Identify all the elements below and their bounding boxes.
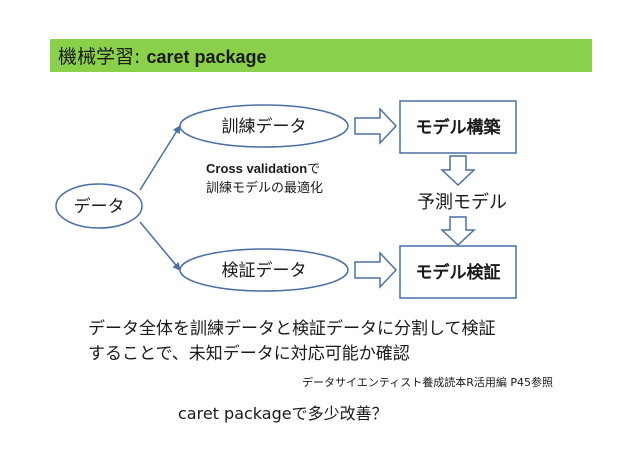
connector-to-test [139, 221, 181, 271]
cv-line1-suffix: で [307, 162, 320, 177]
train-data-label: 訓練データ [222, 116, 307, 137]
title-bar: 機械学習: caret package [50, 39, 592, 72]
slide-title: 機械学習: caret package [58, 42, 267, 69]
block-arrow-right-top [354, 107, 398, 145]
reference-note: データサイエンティスト養成読本R活用編 P45参照 [302, 376, 553, 389]
cv-line1-bold: Cross validation [206, 161, 307, 176]
title-sub: caret package [146, 47, 267, 67]
block-arrow-down-top [440, 155, 476, 187]
model-build-label: モデル構築 [416, 117, 502, 138]
block-arrow-down-bottom [440, 216, 476, 247]
summary-line1: データ全体を訓練データと検証データに分割して検証 [88, 319, 496, 339]
test-data-label: 検証データ [222, 260, 307, 281]
train-data-node: 訓練データ [179, 104, 349, 148]
block-arrow-right-bottom [354, 251, 398, 289]
summary-text: データ全体を訓練データと検証データに分割して検証 することで、未知データに対応可… [88, 317, 496, 367]
cv-line1: Cross validationで [206, 161, 320, 177]
summary-line2: することで、未知データに対応可能か確認 [88, 344, 410, 364]
cross-validation-note: Cross validationで 訓練モデルの最適化 [206, 161, 323, 196]
title-separator: : [134, 46, 147, 68]
title-main: 機械学習 [58, 46, 135, 68]
predict-model-label: 予測モデル [417, 192, 507, 213]
model-build-node: モデル構築 [399, 100, 517, 154]
question-text: caret packageで多少改善？ [178, 404, 388, 423]
data-node-label: データ [74, 196, 125, 217]
test-data-node: 検証データ [179, 248, 349, 292]
model-verify-node: モデル検証 [399, 245, 517, 299]
cv-line2: 訓練モデルの最適化 [206, 180, 323, 196]
connector-to-train [139, 125, 181, 191]
data-node: データ [55, 183, 143, 229]
model-verify-label: モデル検証 [416, 262, 501, 283]
